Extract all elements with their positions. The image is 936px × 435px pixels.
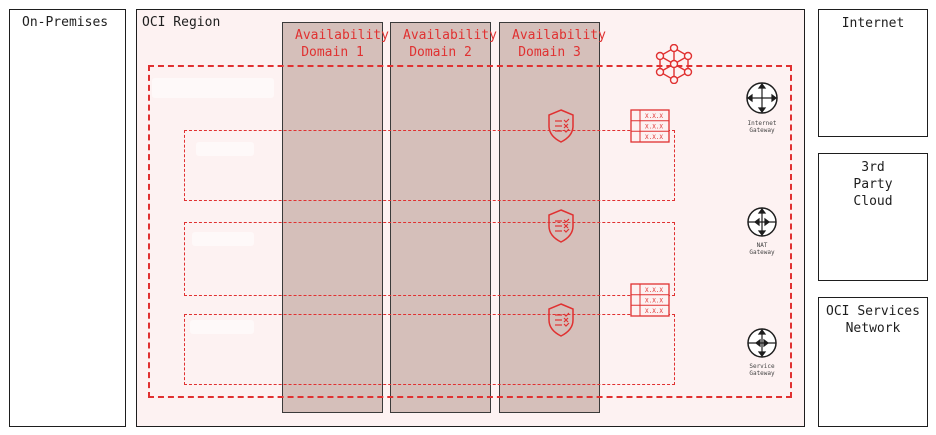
route-table-row: X.X.X bbox=[645, 298, 663, 305]
security-list-icon bbox=[546, 108, 576, 144]
route-table-row: X.X.X bbox=[645, 287, 663, 294]
oci-region-title: OCI Region bbox=[142, 15, 221, 30]
availability-domain-2-label: Availability Domain 2 bbox=[403, 28, 497, 60]
oci-services-network-title: OCI Services Network bbox=[826, 304, 920, 336]
third-party-cloud-panel: 3rd Party Cloud bbox=[818, 153, 928, 281]
availability-domain-2: Availability Domain 2 bbox=[390, 22, 497, 413]
service-gateway-label: Service Gateway bbox=[749, 363, 775, 377]
route-table-row: X.X.X bbox=[645, 124, 663, 131]
third-party-cloud-title: 3rd Party Cloud bbox=[853, 160, 893, 209]
on-premises-title: On-Premises bbox=[22, 15, 109, 30]
route-table-row: X.X.X bbox=[645, 134, 663, 141]
availability-domain-3-label: Availability Domain 3 bbox=[512, 28, 606, 60]
availability-domain-1: Availability Domain 1 bbox=[282, 22, 389, 413]
route-table-icon: X.X.X X.X.X X.X.X bbox=[630, 283, 670, 317]
oci-services-network-panel: OCI Services Network bbox=[818, 297, 928, 427]
route-table-row: X.X.X bbox=[645, 113, 663, 120]
internet-title: Internet bbox=[841, 16, 905, 31]
availability-domain-1-label: Availability Domain 1 bbox=[295, 28, 389, 60]
subnet-label-placeholder-2 bbox=[192, 232, 254, 246]
subnet-label-placeholder-1 bbox=[196, 142, 254, 156]
subnet-1 bbox=[184, 130, 675, 201]
vcn-network-icon bbox=[652, 43, 696, 85]
service-gateway-icon bbox=[747, 328, 777, 358]
vcn-boundary bbox=[148, 65, 792, 398]
on-premises-panel: On-Premises bbox=[9, 9, 126, 427]
internet-gateway-icon bbox=[746, 82, 778, 114]
subnet-label-placeholder-3 bbox=[190, 320, 254, 334]
internet-gateway: Internet Gateway bbox=[742, 80, 782, 140]
security-list-icon bbox=[546, 208, 576, 244]
nat-gateway: NAT Gateway bbox=[742, 206, 782, 260]
subnet-2 bbox=[184, 222, 675, 296]
internet-panel: Internet bbox=[818, 9, 928, 137]
vcn-label-placeholder bbox=[152, 78, 274, 98]
route-table-icon: X.X.X X.X.X X.X.X bbox=[630, 109, 670, 143]
subnet-3 bbox=[184, 314, 675, 385]
nat-gateway-icon bbox=[747, 207, 777, 237]
internet-gateway-label: Internet Gateway bbox=[747, 120, 777, 134]
security-list-icon bbox=[546, 302, 576, 338]
route-table-row: X.X.X bbox=[645, 308, 663, 315]
nat-gateway-label: NAT Gateway bbox=[749, 242, 775, 256]
service-gateway: Service Gateway bbox=[742, 326, 782, 382]
